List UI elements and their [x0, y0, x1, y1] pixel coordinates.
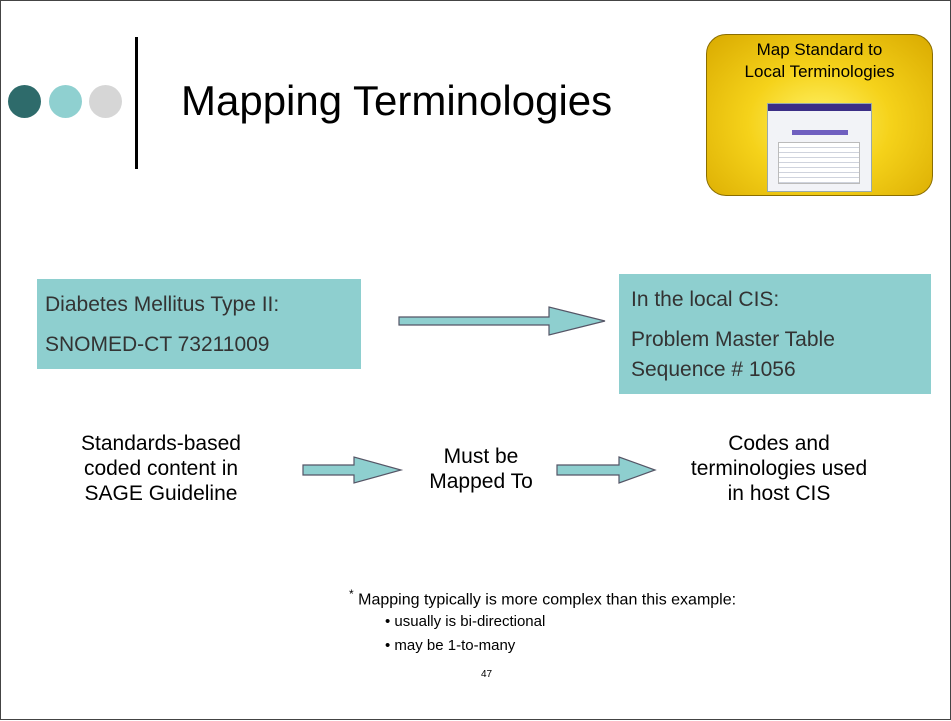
slide-title: Mapping Terminologies	[181, 77, 613, 124]
local-term-line-1: In the local CIS:	[631, 288, 780, 311]
decor-dot-1	[8, 85, 41, 118]
local-term-line-2: Problem Master Table	[631, 328, 835, 351]
thumb-banner	[792, 130, 848, 135]
badge-line-1: Map Standard to	[756, 40, 883, 59]
badge-label: Map Standard to Local Terminologies	[707, 39, 932, 83]
flow-left-text: Standards-based coded content in SAGE Gu…	[41, 431, 281, 506]
local-term-box: In the local CIS: Problem Master Table S…	[619, 274, 931, 394]
badge-line-2: Local Terminologies	[744, 62, 895, 81]
mapping-arrow-left	[302, 456, 404, 484]
flow-left-line-2: coded content in	[83, 457, 239, 480]
note-bullet-1: • usually is bi-directional	[385, 613, 546, 630]
mapping-arrow-right	[556, 456, 657, 484]
title-divider	[135, 37, 138, 169]
screenshot-thumbnail	[767, 103, 872, 192]
flow-left-line-1: Standards-based	[81, 432, 241, 455]
page-number: 47	[481, 669, 493, 680]
note-text: Mapping typically is more complex than t…	[353, 591, 737, 609]
mapping-note: * Mapping typically is more complex than…	[349, 587, 736, 609]
flow-right-line-1: Codes and	[728, 432, 830, 455]
decor-dot-2	[49, 85, 82, 118]
thumb-table	[778, 142, 860, 184]
standard-term-line-1: Diabetes Mellitus Type II:	[45, 293, 280, 316]
map-standard-badge: Map Standard to Local Terminologies	[706, 34, 933, 196]
standard-term-box: Diabetes Mellitus Type II: SNOMED-CT 732…	[37, 279, 361, 369]
flow-middle-line-1: Must be	[443, 445, 519, 468]
thumb-header	[768, 104, 871, 111]
note-asterisk: *	[349, 587, 354, 601]
note-bullet-2: • may be 1-to-many	[385, 637, 516, 654]
flow-right-line-2: terminologies used	[690, 457, 868, 480]
flow-right-line-3: in host CIS	[727, 482, 831, 505]
flow-middle-text: Must be Mapped To	[401, 444, 561, 494]
flow-left-line-3: SAGE Guideline	[84, 482, 238, 505]
decor-dot-3	[89, 85, 122, 118]
flow-right-text: Codes and terminologies used in host CIS	[649, 431, 909, 506]
standard-term-line-2: SNOMED-CT 73211009	[45, 333, 270, 356]
flow-middle-line-2: Mapped To	[429, 470, 533, 493]
mapping-arrow-top	[398, 306, 606, 336]
local-term-line-3: Sequence # 1056	[631, 358, 796, 381]
